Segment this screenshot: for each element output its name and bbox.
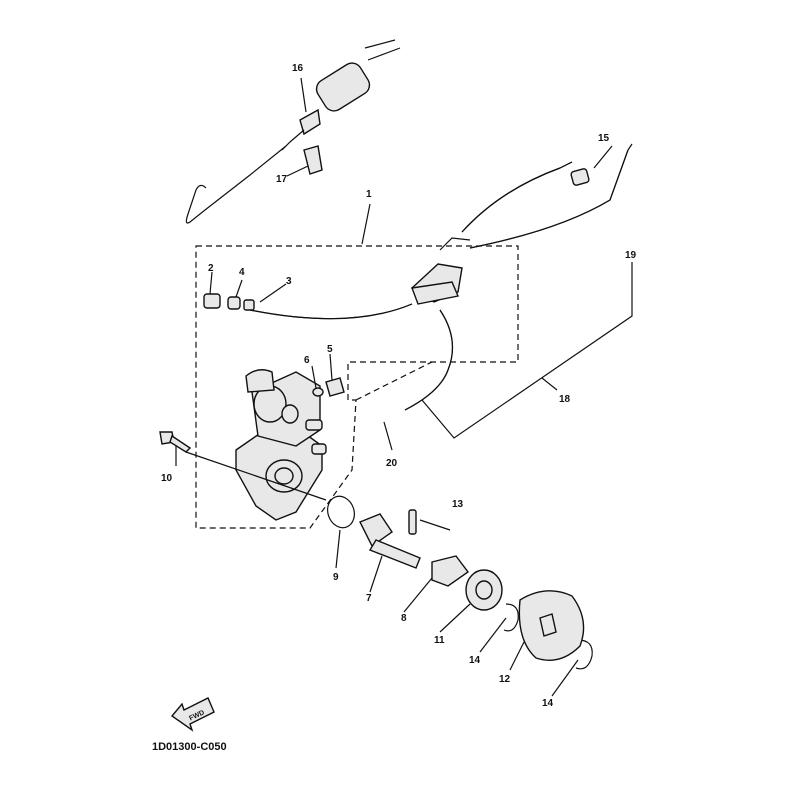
callout-6: 6: [304, 355, 310, 366]
callout-14-a: 14: [469, 655, 481, 666]
callout-3: 3: [286, 276, 292, 287]
assembly-box: [195, 245, 519, 529]
washer-4: [227, 296, 241, 310]
callout-4: 4: [239, 267, 245, 278]
callout-18: 18: [559, 394, 571, 405]
callout-12: 12: [499, 674, 511, 685]
drive-shaft-7: [359, 513, 421, 569]
bolt-5: [325, 377, 345, 397]
fitting-2: [203, 293, 221, 309]
callout-11: 11: [434, 635, 445, 646]
oil-hoses: [249, 143, 633, 411]
bolt-10: [159, 431, 192, 453]
circlip-14-b: [575, 639, 593, 670]
leader-lines: [175, 77, 633, 697]
callout-1: 1: [366, 189, 372, 200]
hose-end-3: [243, 299, 255, 311]
callout-17: 17: [276, 174, 288, 185]
callout-8: 8: [401, 613, 407, 624]
callout-16: 16: [292, 63, 304, 74]
callout-9: 9: [333, 572, 339, 583]
pin-13: [408, 509, 417, 535]
circlip-14-a: [503, 603, 519, 632]
callout-15: 15: [598, 133, 610, 144]
bearing-11: [465, 569, 503, 611]
oil-pump-body: [235, 369, 327, 521]
diagram-reference-code: 1D01300-C050: [152, 741, 227, 753]
callout-19: 19: [625, 250, 637, 261]
callout-2: 2: [208, 263, 214, 274]
callout-numbers: 1 2 3 4 5 6 7 8 9 10 11 12 13 14 14 15 1…: [161, 63, 637, 709]
o-ring-9: [327, 495, 355, 529]
callout-20: 20: [386, 458, 398, 469]
callout-7: 7: [366, 593, 372, 604]
callout-10: 10: [161, 473, 173, 484]
callout-14-b: 14: [542, 698, 554, 709]
collar-8: [431, 555, 469, 587]
gear-12: [518, 590, 585, 661]
throttle-cable-assembly: [185, 39, 401, 224]
fwd-arrow: FWD: [170, 697, 215, 732]
callout-5: 5: [327, 344, 333, 355]
washer-6: [312, 387, 324, 397]
callout-13: 13: [452, 499, 464, 510]
